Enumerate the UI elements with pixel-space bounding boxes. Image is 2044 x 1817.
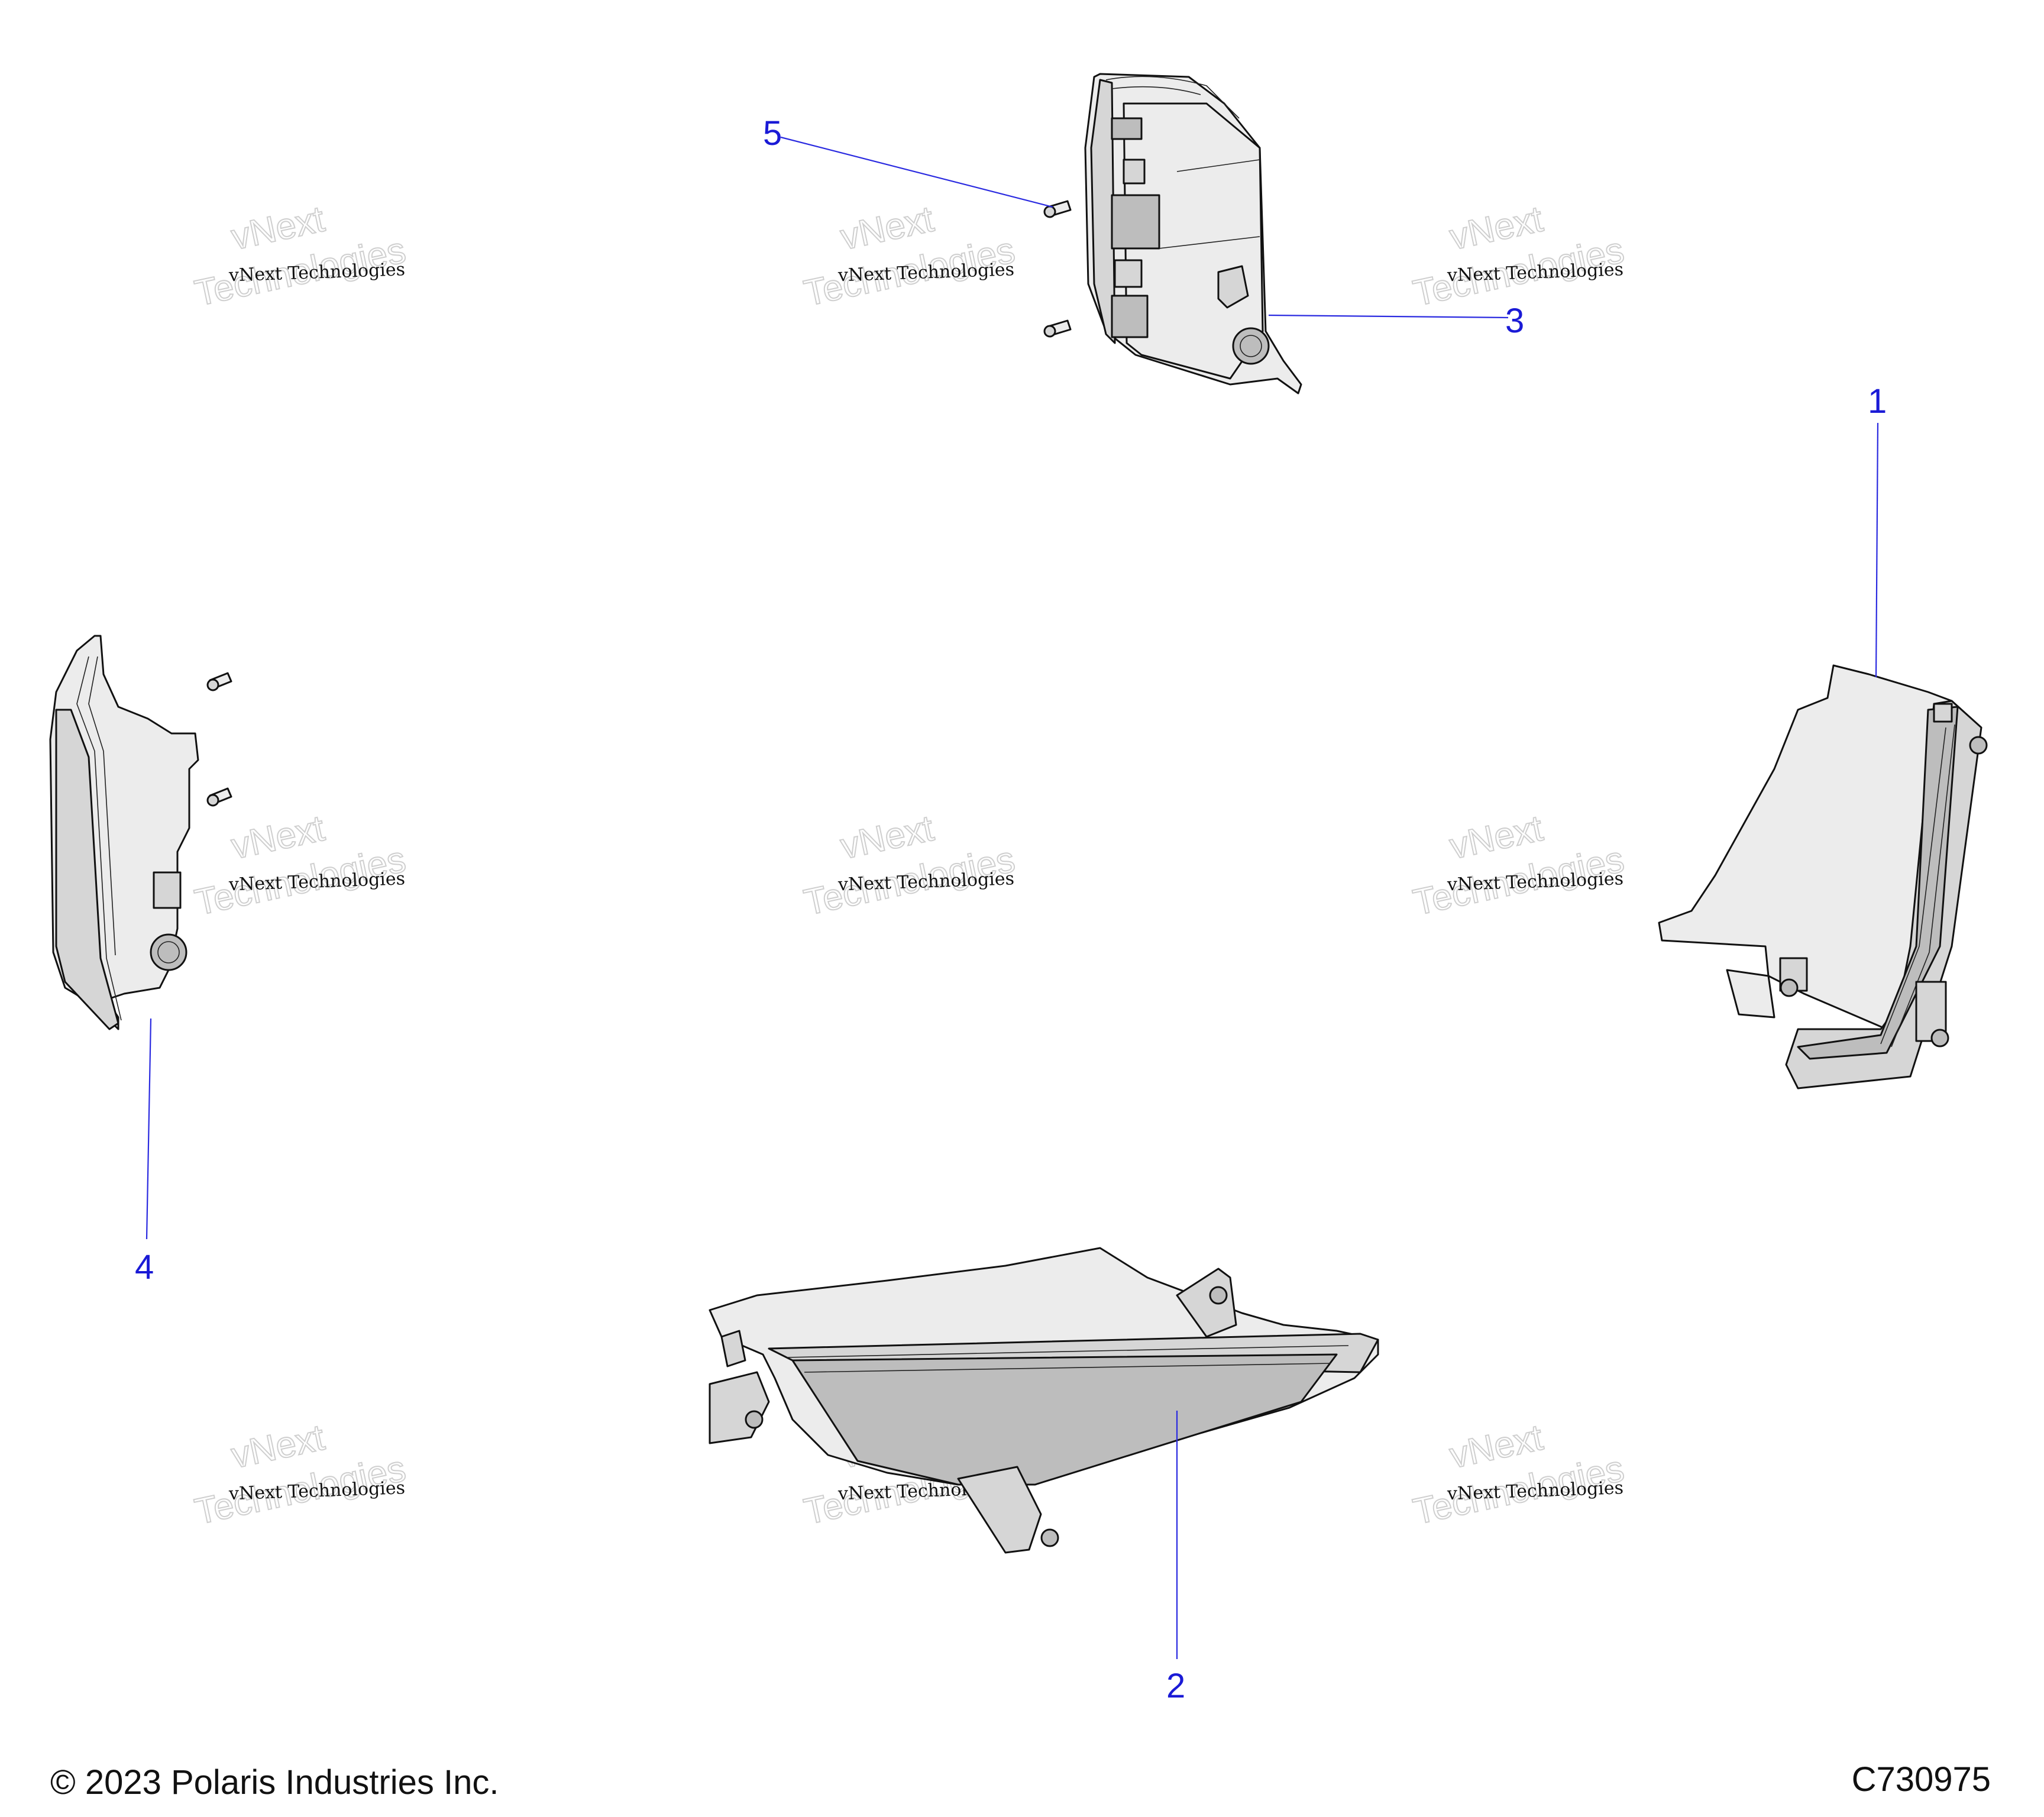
watermark: vNext Technologies vNext Technologies (191, 1417, 410, 1533)
leader-5 (780, 136, 1053, 208)
bolt-5-upper (1043, 200, 1072, 218)
callouts: 1 2 3 4 5 (135, 114, 1887, 1705)
callout-3: 3 (1505, 302, 1524, 340)
watermark: vNext Technologies vNext Technologies (191, 198, 410, 315)
copyright-text: © 2023 Polaris Industries Inc. (50, 1763, 499, 1802)
bolt-4-upper (206, 672, 232, 691)
leader-lines (145, 136, 1879, 1659)
part-4-housing-left (49, 635, 199, 1030)
leader-1 (1875, 422, 1879, 678)
leader-4 (145, 1018, 152, 1240)
callout-2: 2 (1166, 1667, 1185, 1705)
watermark: vNext Technologies vNext Technologies (800, 198, 1019, 315)
part-1-light-right (1658, 664, 1988, 1089)
leader-3 (1268, 314, 1509, 319)
watermark: vNext Technologies vNext Technologies (1409, 1417, 1628, 1533)
watermark: vNext Technologies vNext Technologies (191, 807, 410, 924)
watermark: vNext Technologies vNext Technologies (800, 807, 1019, 924)
part-3-housing-top (1084, 73, 1302, 395)
callout-4: 4 (135, 1248, 154, 1286)
bolt-4-lower (206, 787, 232, 807)
callout-5: 5 (763, 114, 782, 153)
watermark: vNext Technologies vNext Technologies (1409, 807, 1628, 924)
bolt-5-lower (1043, 319, 1072, 338)
callout-1: 1 (1868, 382, 1887, 421)
drawing-code: C730975 (1851, 1760, 1991, 1799)
part-2-light-bottom (709, 1247, 1379, 1554)
